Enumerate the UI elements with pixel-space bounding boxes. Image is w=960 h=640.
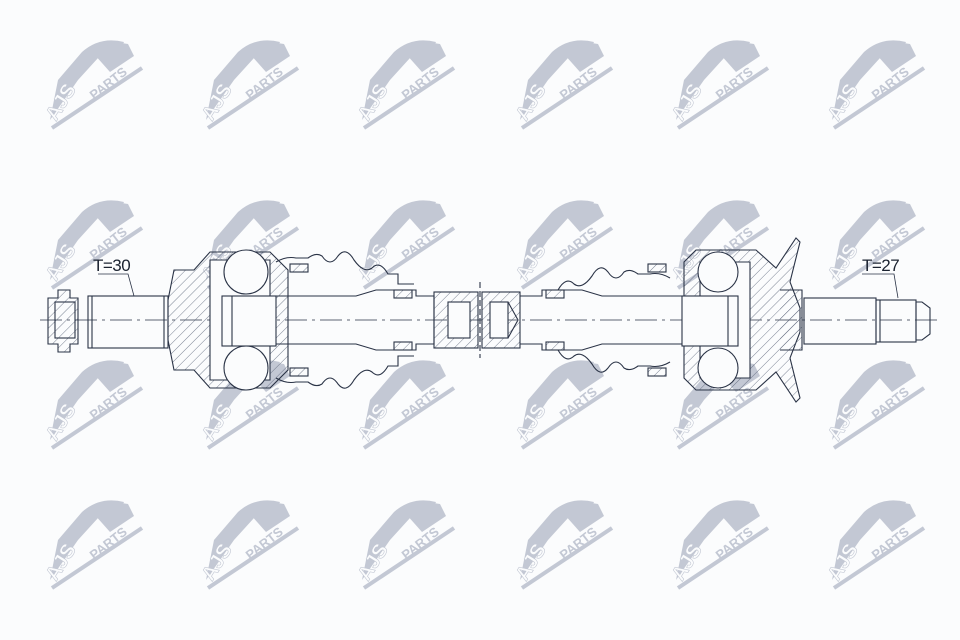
- left-joint-housing: [167, 249, 289, 391]
- right-spline-teeth-label: T=27: [862, 256, 900, 275]
- left-spline-teeth-label: T=30: [93, 256, 131, 275]
- right-boot: [545, 263, 671, 377]
- right-joint-housing: [681, 237, 803, 403]
- center-coupling: [433, 282, 521, 358]
- left-boot: [275, 251, 414, 389]
- left-stub-shaft: [47, 289, 169, 353]
- right-stub-shaft: [803, 297, 931, 345]
